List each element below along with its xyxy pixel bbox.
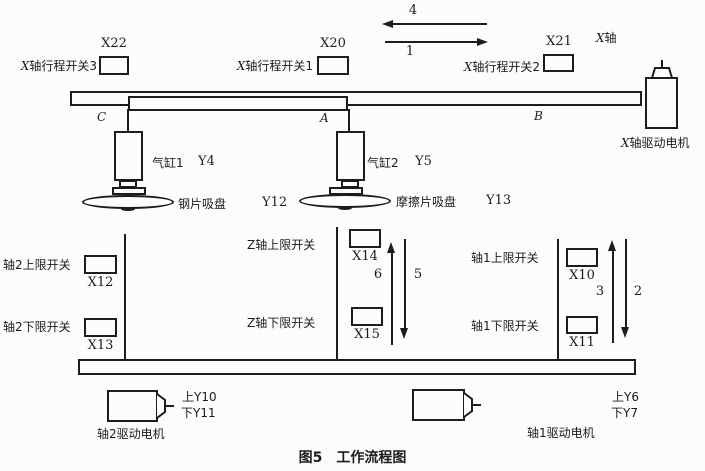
base-bar (78, 359, 636, 375)
z-lower-switch-box (351, 307, 383, 326)
x-motor-shaft (661, 60, 663, 67)
step4-arrowhead-icon (382, 20, 393, 28)
axis1-lower-switch-id: X11 (569, 335, 595, 350)
axis2-motor-up-output: 上Y10 (182, 390, 217, 404)
step6-arrowhead-icon (387, 242, 395, 253)
step2-label: 2 (633, 284, 643, 299)
axis1-motor-up-output: 上Y6 (612, 390, 639, 404)
x-motor-cap (651, 67, 673, 79)
cylinder2-output: Y5 (415, 154, 432, 169)
cylinder1-output: Y4 (198, 154, 215, 169)
z-upper-switch-label: Z轴上限开关 (247, 238, 316, 252)
axis1-motor-shaft (473, 404, 481, 406)
z-guide-rail (336, 227, 338, 361)
z-upper-switch-box (349, 229, 381, 248)
axis2-motor-shaft (166, 405, 174, 407)
axis1-upper-switch-box (566, 248, 598, 267)
axis2-upper-switch-id: X12 (87, 275, 114, 290)
axis2-guide-rail (124, 234, 126, 361)
step2-arrowhead-icon (621, 327, 629, 338)
z-upper-switch-id: X14 (352, 249, 378, 264)
axis1-lower-switch-box (566, 316, 598, 334)
axis1-motor-down-output: 下Y7 (611, 406, 638, 420)
switch-x22-label: X轴行程开关3 (20, 59, 97, 73)
switch-x20-id: X20 (320, 36, 346, 51)
x-motor-label: X轴驱动电机 (621, 136, 690, 150)
step4-label: 4 (408, 3, 418, 18)
step6-arrow (391, 250, 393, 345)
axis2-upper-switch-box (84, 255, 117, 274)
step4-arrow (392, 23, 487, 25)
suction-cup2-nozzle (338, 206, 352, 210)
switch-x21-box (543, 54, 574, 72)
axis2-lower-switch-box (84, 318, 117, 337)
axis1-lower-switch-label: 轴1下限开关 (471, 319, 539, 333)
cylinder1-plate (112, 187, 146, 195)
step1-label: 1 (405, 44, 415, 59)
axis1-motor-nose (463, 392, 473, 418)
point-b-label: B (534, 109, 543, 123)
cup2-output: Y13 (486, 193, 512, 208)
step5-arrowhead-icon (400, 328, 408, 339)
step1-arrow (385, 41, 478, 43)
step6-label: 6 (373, 267, 383, 282)
cylinder2 (336, 131, 365, 181)
axis1-guide-rail (557, 239, 559, 361)
axis1-motor-label: 轴1驱动电机 (527, 426, 595, 440)
step2-arrow (625, 239, 627, 329)
cup1-label: 钢片吸盘 (178, 197, 227, 211)
switch-x22-id: X22 (101, 36, 127, 51)
switch-x20-box (317, 56, 349, 75)
cylinder2-stem (348, 109, 350, 132)
cylinder2-label: 气缸2 (367, 156, 399, 170)
step5-label: 5 (413, 267, 423, 282)
z-lower-switch-label: Z轴下限开关 (247, 316, 316, 330)
step1-arrowhead-icon (477, 38, 488, 46)
point-c-label: C (97, 110, 107, 124)
switch-x21-id: X21 (546, 34, 572, 49)
axis2-motor-label: 轴2驱动电机 (97, 427, 165, 441)
switch-x21-label: X轴行程开关2 (463, 60, 540, 74)
axis1-upper-switch-id: X10 (569, 268, 595, 283)
point-a-label: A (320, 111, 329, 125)
axis2-motor-body (107, 390, 158, 422)
cup1-output: Y12 (262, 195, 288, 210)
axis2-motor-down-output: 下Y11 (181, 406, 216, 420)
axis2-lower-switch-label: 轴2下限开关 (3, 320, 71, 334)
x-motor-body (645, 77, 678, 129)
figure-caption: 图5 工作流程图 (298, 450, 407, 466)
step3-label: 3 (595, 284, 605, 299)
cup2-label: 摩擦片吸盘 (396, 195, 457, 209)
switch-x22-box (99, 56, 129, 75)
axis2-upper-switch-label: 轴2上限开关 (3, 258, 71, 272)
axis2-motor-nose (156, 393, 166, 419)
suction-cup1-nozzle (121, 207, 135, 211)
cylinder1-label: 气缸1 (152, 156, 184, 170)
z-lower-switch-id: X15 (354, 327, 380, 342)
x-axis-label: X轴 (596, 31, 617, 45)
cylinder1-stem (127, 109, 129, 132)
axis1-upper-switch-label: 轴1上限开关 (471, 251, 539, 265)
cylinder1 (114, 131, 143, 181)
axis1-motor-body (412, 389, 465, 421)
axis2-lower-switch-id: X13 (87, 338, 114, 353)
step5-arrow (404, 239, 406, 330)
carriage-beam (128, 96, 348, 111)
switch-x20-label: X轴行程开关1 (236, 59, 313, 73)
step3-arrow (612, 248, 614, 343)
step3-arrowhead-icon (608, 240, 616, 251)
